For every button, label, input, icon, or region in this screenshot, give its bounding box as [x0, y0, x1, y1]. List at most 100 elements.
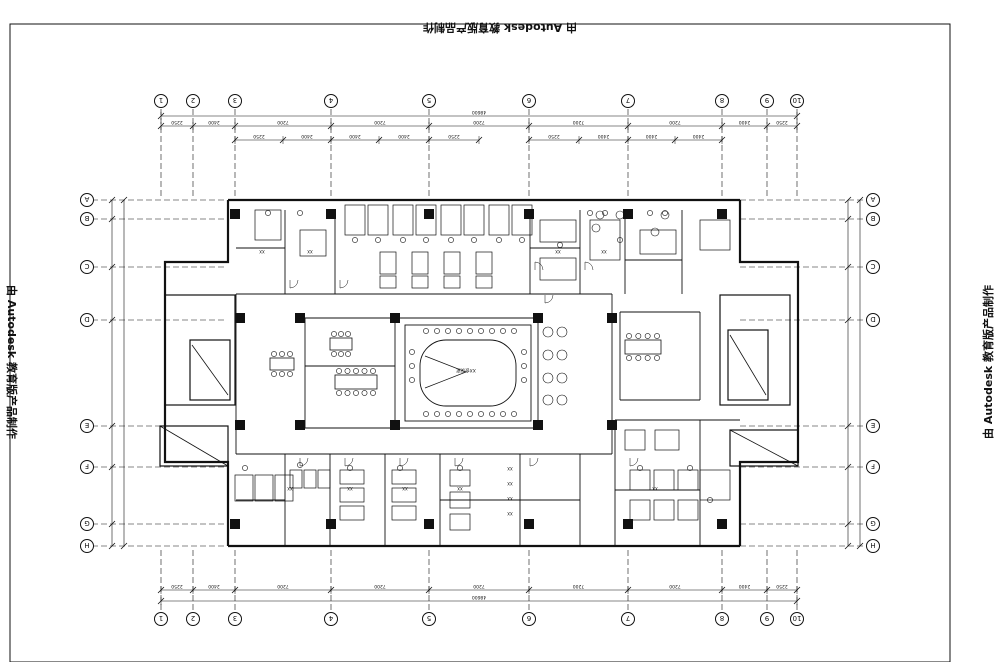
dim-rows-right-a-tick [844, 215, 852, 223]
axis-bubble-left-A-circle [80, 193, 94, 207]
workstation-desk [411, 275, 429, 289]
chair [617, 237, 623, 243]
structural-column [717, 209, 727, 219]
workstation-desk [629, 499, 651, 521]
chair [287, 371, 293, 377]
workstation-desk [440, 204, 462, 236]
dim-rows-right-a-tick [844, 196, 852, 204]
chair [557, 242, 563, 248]
axis-bubble-top-8-label: 8 [720, 96, 724, 104]
room-tag: XX [287, 486, 293, 491]
dim-rows-left-a-tick [108, 463, 116, 471]
room-tag: XX [507, 511, 513, 516]
axis-bubble-right-G-label: G [870, 519, 875, 527]
lounge-round-table [542, 349, 554, 361]
chair [434, 411, 440, 417]
boardroom-table [419, 339, 517, 407]
meeting-table [269, 357, 295, 371]
chair [409, 349, 415, 355]
workstation-desk [391, 505, 417, 521]
chair [587, 210, 593, 216]
workstation-desk [511, 204, 533, 236]
axis-bubble-bottom-4-circle [324, 612, 338, 626]
workstation-desk [391, 469, 417, 485]
workstation-desk [391, 487, 417, 503]
chair [467, 328, 473, 334]
chair [496, 237, 502, 243]
chair [347, 465, 353, 471]
axis-bubble-top-6-label: 6 [526, 96, 531, 104]
structural-column [390, 420, 400, 430]
axis-bubble-left-D-circle [80, 313, 94, 327]
door-swing [629, 457, 639, 467]
door-swing [299, 457, 309, 467]
chair [456, 328, 462, 334]
workstation-desk [392, 204, 414, 236]
chair [361, 368, 368, 374]
chair [353, 390, 359, 396]
workstation-desk [339, 469, 365, 485]
workstation-desk [449, 469, 471, 487]
shaft-right [729, 429, 799, 467]
meeting-table [329, 337, 353, 351]
chair [654, 355, 660, 361]
dim-spans-bottom-value: 2400 [208, 583, 220, 589]
axis-bubble-bottom-5-label: 5 [427, 614, 431, 622]
axis-bubble-bottom-8-label: 8 [720, 614, 724, 622]
door-swing [544, 294, 554, 304]
axis-bubble-top-1-circle [154, 94, 168, 108]
axis-bubble-top-3-circle [228, 94, 242, 108]
axis-bubble-bottom-7-label: 7 [626, 614, 630, 622]
structural-column [424, 519, 434, 529]
axis-bubble-top-6-circle [522, 94, 536, 108]
axis-bubble-left-C-label: C [84, 262, 89, 270]
workstation-desk [475, 251, 493, 275]
workstation-desk [699, 219, 731, 251]
axis-bubble-bottom-5-circle [422, 612, 436, 626]
chair [457, 465, 463, 471]
axis-bubble-right-A-label: A [870, 195, 875, 203]
room-tag: XX [507, 481, 513, 486]
workstation-desk [317, 469, 331, 489]
dim-inner-top-b-value: 2400 [646, 133, 658, 139]
dim-spans-bottom-value: 7200 [573, 583, 585, 589]
watermark-top: 由 Autodesk 教育版产品制作 [422, 21, 578, 34]
chair [478, 411, 484, 417]
meeting-table [334, 374, 378, 390]
axis-bubble-right-F-label: F [871, 462, 875, 470]
axis-bubble-bottom-4-label: 4 [328, 614, 333, 622]
workstation-desk [653, 469, 675, 491]
dim-overall-top-value: 48600 [472, 109, 486, 115]
lounge-round-table [542, 372, 554, 384]
workstation-desk [488, 204, 510, 236]
structural-column [235, 313, 245, 323]
workstation-desk [234, 474, 254, 502]
chair [471, 237, 477, 243]
structural-column [524, 519, 534, 529]
chair [400, 237, 406, 243]
chair [271, 371, 277, 377]
chair [287, 351, 293, 357]
axis-bubble-top-2-circle [186, 94, 200, 108]
axis-bubble-top-9-label: 9 [765, 96, 769, 104]
room-tag: XX [507, 466, 513, 471]
workstation-desk [699, 469, 731, 501]
dim-spans-top-value: 2400 [739, 119, 751, 125]
axis-bubble-right-H-circle [866, 539, 880, 553]
dim-spans-top-value: 7200 [669, 119, 681, 125]
dim-spans-bottom-value: 2400 [739, 583, 751, 589]
axis-bubble-right-H-label: H [870, 541, 875, 549]
chair [279, 371, 285, 377]
workstation-desk [589, 219, 621, 261]
chair [271, 351, 277, 357]
axis-bubble-right-C-label: C [870, 262, 875, 270]
dim-spans-top-value: 2250 [776, 119, 788, 125]
axis-bubble-top-8-circle [715, 94, 729, 108]
chair [478, 328, 484, 334]
chair [626, 333, 632, 339]
chair [500, 328, 506, 334]
